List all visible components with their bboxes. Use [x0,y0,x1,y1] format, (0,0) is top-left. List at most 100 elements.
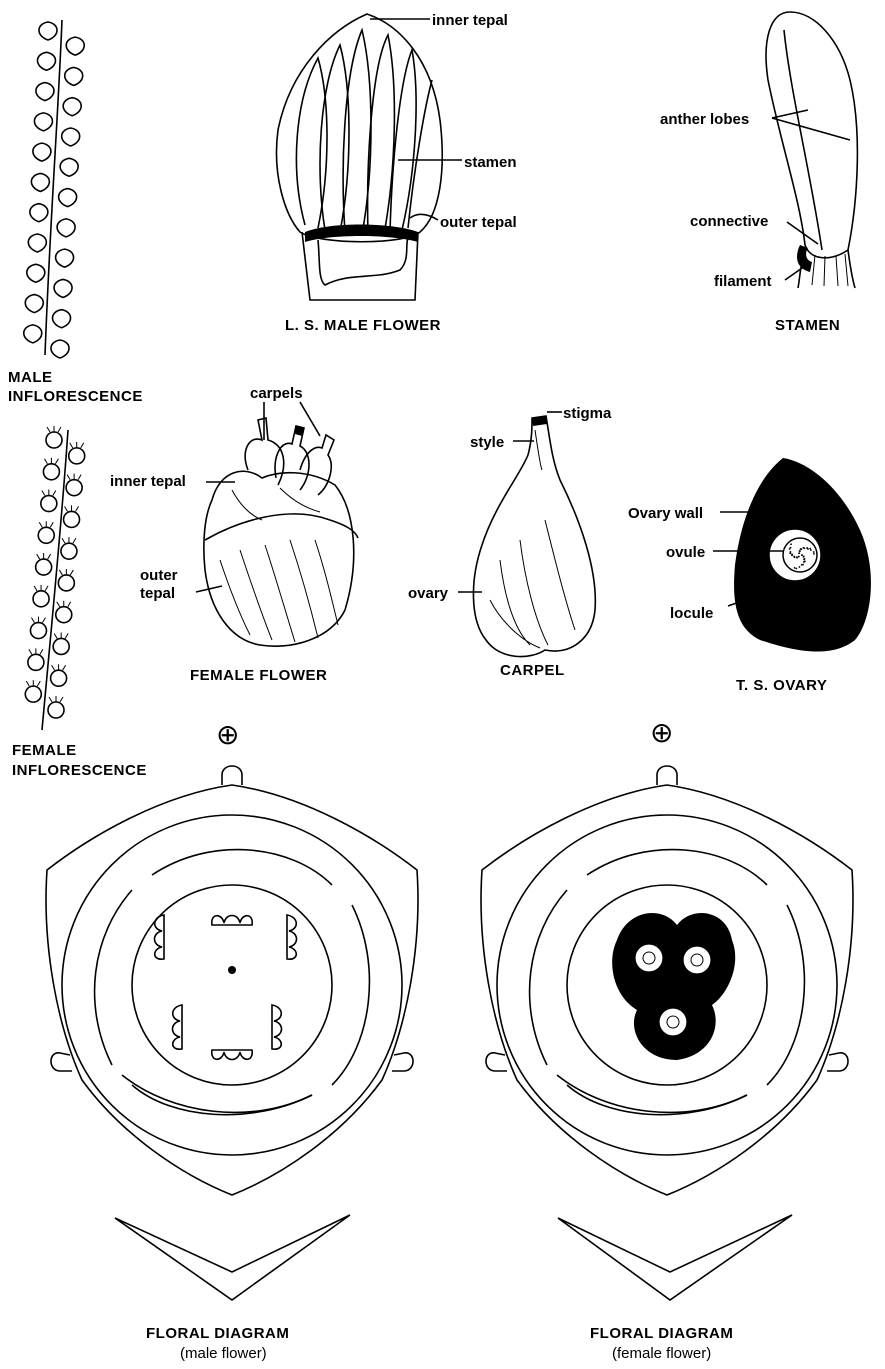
male-bud [60,158,78,176]
female-bud-stigma [47,426,61,432]
label-connective: connective [690,213,768,230]
label-outer-tepal-line2: tepal [140,585,175,602]
label-ovary-wall: Ovary wall [628,505,703,522]
label-locule: locule [670,605,713,622]
male-bud [30,204,48,222]
male-bud [24,325,42,343]
pistillode-dot [228,966,236,974]
male-bud [31,173,49,191]
label-inner-tepal-female: inner tepal [110,473,186,490]
male-inflorescence-drawing [24,20,84,358]
stamen-drawing [766,12,857,288]
male-inflorescence-caption-line2: INFLORESCENCE [8,388,143,405]
female-buds [25,426,84,718]
male-bud [54,279,72,297]
floral-diagram-female-title: FLORAL DIAGRAM [590,1325,733,1342]
female-bud [28,654,44,670]
male-bud [36,83,54,101]
bract-male [115,1215,350,1300]
male-bud [53,310,71,328]
female-bud [53,638,69,654]
label-carpels: carpels [250,385,303,402]
female-bud [56,607,72,623]
ovule-stipple [790,551,792,553]
actinomorphic-symbol-female: ⊕ [650,717,673,748]
male-bud [57,219,75,237]
ovule-stipple [796,556,798,558]
male-bud [33,143,51,161]
female-flower-drawing [204,418,358,646]
caption-ts-ovary: T. S. OVARY [736,677,827,694]
ts-ovary-drawing [734,458,871,652]
female-bud-stigma [62,537,76,543]
ovule-stipple [800,548,802,550]
ovule-stipple [791,553,793,555]
female-bud [69,448,85,464]
female-bud [43,464,59,480]
ls-male-flower-drawing [277,14,443,300]
ovule-stipple [803,559,805,561]
label-anther-lobes: anther lobes [660,111,749,128]
female-bud-stigma [39,521,53,527]
female-bud [33,591,49,607]
female-bud-stigma [54,632,68,638]
bract-female [558,1215,792,1300]
label-ovule: ovule [666,544,705,561]
female-bud-stigma [49,696,63,702]
female-ovary-section [612,913,735,1060]
female-inflorescence-caption-line1: FEMALE [12,742,77,759]
male-bud [25,295,43,313]
female-bud-stigma [29,648,43,654]
caption-carpel: CARPEL [500,662,565,679]
ovule-stipple [810,549,812,551]
female-bud [36,559,52,575]
female-bud [58,575,74,591]
ovule-stipple [799,566,801,568]
female-bud [61,543,77,559]
female-bud-stigma [70,442,84,448]
ovule-stipple [799,550,801,552]
label-style: style [470,434,504,451]
male-bud [59,189,77,207]
female-bud-stigma [57,601,71,607]
label-filament: filament [714,273,772,290]
female-bud-stigma [67,474,81,480]
female-bud [66,480,82,496]
caption-stamen: STAMEN [775,317,840,334]
floral-diagram-female [481,766,853,1195]
female-bud [48,702,64,718]
female-bud-stigma [59,569,73,575]
label-outer-tepal-line1: outer [140,567,178,584]
label-inner-tepal-male: inner tepal [432,12,508,29]
ovule-stipple [794,567,796,569]
ovule-stipple [807,548,809,550]
female-bud-stigma [34,585,48,591]
ovule-stipple [798,552,800,554]
carpel-drawing [473,416,595,657]
male-bud [27,264,45,282]
ovule-stipple [793,556,795,558]
male-bud [37,52,55,70]
male-anthers [155,915,297,1060]
floral-diagram-female-subtitle: (female flower) [612,1345,711,1362]
label-stigma: stigma [563,405,612,422]
female-bud [46,432,62,448]
female-bud-stigma [26,680,40,686]
female-bud [38,527,54,543]
caption-female-flower: FEMALE FLOWER [190,667,327,684]
ovule-stipple [790,547,792,549]
male-bud [39,22,57,40]
female-bud-stigma [42,490,56,496]
ovule-stipple [803,561,805,563]
ovule-stipple [795,568,797,570]
female-inflorescence-drawing [25,426,84,730]
floral-diagram-male-title: FLORAL DIAGRAM [146,1325,289,1342]
male-bud [65,67,83,85]
ovule-stipple [790,543,792,545]
floral-diagram-male [46,766,418,1195]
male-bud [66,37,84,55]
female-bud-stigma [31,617,45,623]
male-bud [28,234,46,252]
female-bud-stigma [44,458,58,464]
